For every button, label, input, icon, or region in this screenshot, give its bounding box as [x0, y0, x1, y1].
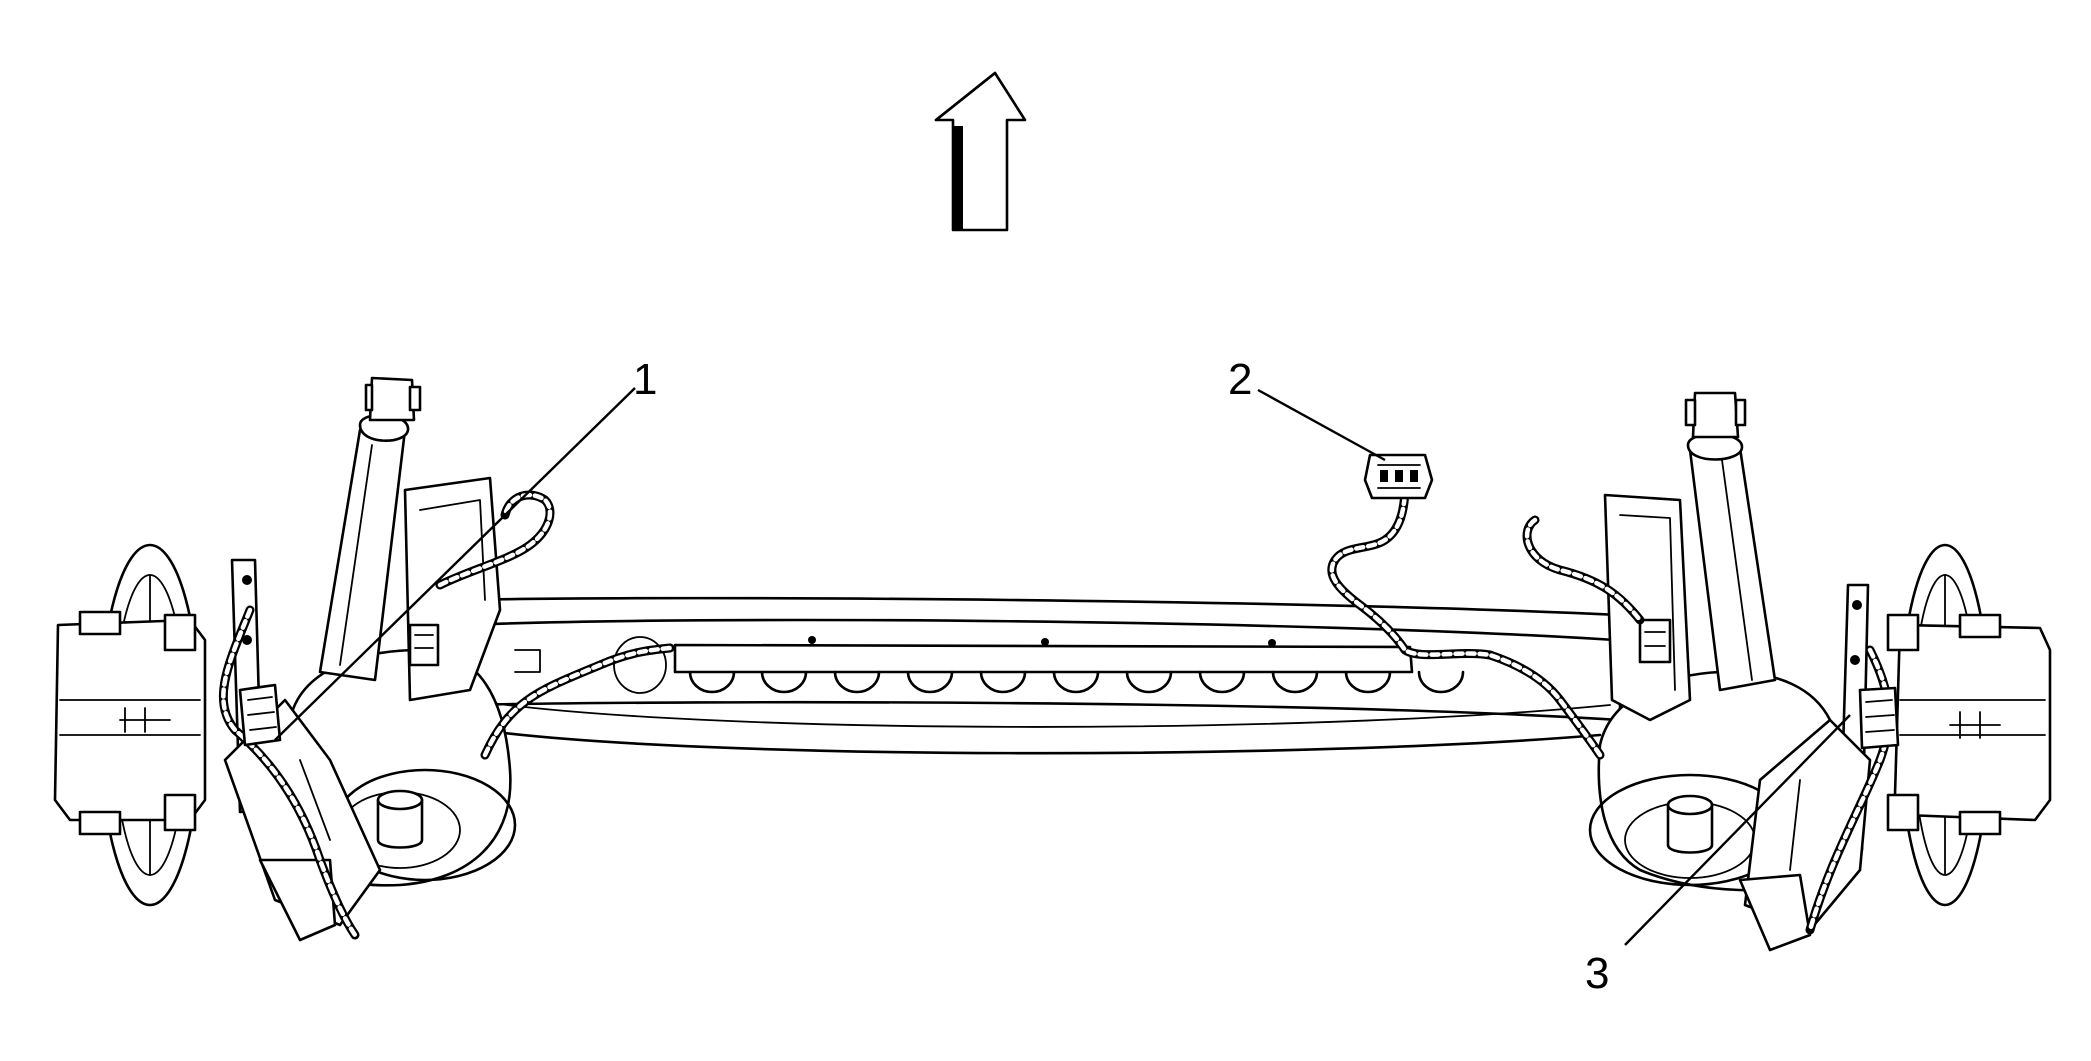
right-shock-absorber — [1684, 391, 1777, 692]
right-trailing-arm — [1738, 718, 1872, 952]
callout-1-label: 1 — [633, 355, 657, 404]
center-harness — [1327, 453, 1605, 760]
beam-lobes — [688, 670, 1465, 694]
harness-connector — [1363, 453, 1434, 500]
left-body-mount — [403, 476, 502, 702]
axle-beam — [458, 596, 1622, 755]
callout-2-label: 2 — [1228, 355, 1252, 404]
callout-2: 2 — [1228, 355, 1386, 462]
callout-3-label: 3 — [1585, 949, 1609, 998]
forward-direction-arrow-icon — [934, 71, 1027, 232]
right-body-mount — [1603, 493, 1692, 722]
callout-1: 1 — [274, 355, 657, 741]
left-shock-absorber — [318, 376, 422, 682]
callout-3: 3 — [1585, 714, 1851, 998]
right-sensor-harness — [1522, 515, 1900, 935]
left-sensor-harness — [218, 490, 675, 940]
